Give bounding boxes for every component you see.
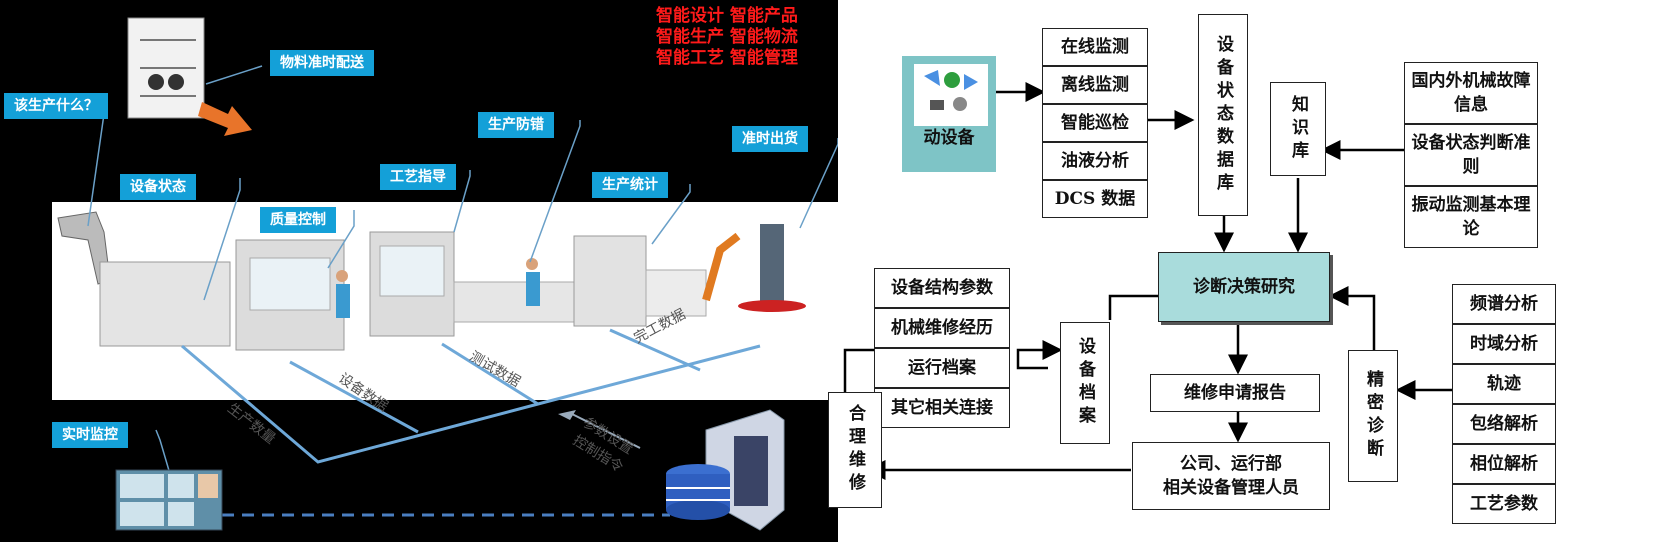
- material-shelf-image: [127, 17, 205, 119]
- callout-on-time-shipping: 准时出货: [732, 126, 808, 152]
- analysis-item-envelope: 包络解析: [1452, 404, 1556, 444]
- knowledge-item-vibration-theory: 振动监测基本理论: [1404, 186, 1538, 248]
- callout-what-to-produce: 该生产什么？: [4, 93, 108, 119]
- realtime-dashboard-image: [115, 469, 223, 531]
- callout-realtime-monitoring: 实时监控: [52, 422, 128, 448]
- monitor-item-online: 在线监测: [1042, 28, 1148, 66]
- structure-item-params: 设备结构参数: [874, 268, 1010, 308]
- status-database-node: 设备状态数据库: [1198, 14, 1248, 216]
- callout-process-guide: 工艺指导: [380, 164, 456, 190]
- monitor-item-dcs: DCS 数据: [1042, 180, 1148, 218]
- param-arrow: [558, 410, 576, 420]
- conveyor: [453, 281, 575, 323]
- diagnosis-decision-node: 诊断决策研究: [1158, 252, 1330, 322]
- knowledge-item-fault-info: 国内外机械故障信息: [1404, 62, 1538, 124]
- structure-item-other-links: 其它相关连接: [874, 388, 1010, 428]
- knowledge-item-criteria: 设备状态判断准则: [1404, 124, 1538, 186]
- structure-item-operation-record: 运行档案: [874, 348, 1010, 388]
- equipment-archive-node: 设备档案: [1060, 322, 1110, 444]
- production-line-illustration: [57, 17, 838, 531]
- callout-equipment-status: 设备状态: [120, 174, 196, 200]
- slogan-line-1: 智能设计 智能产品: [656, 6, 798, 26]
- analysis-item-orbit: 轨迹: [1452, 364, 1556, 404]
- diagnosis-flowchart: 动设备 在线监测 离线监测 智能巡检 油液分析 DCS 数据 设备状态数据库 知…: [828, 0, 1654, 542]
- server-database-icon: [666, 409, 785, 531]
- slogan-line-3: 智能工艺 智能管理: [656, 48, 798, 68]
- callout-production-stats: 生产统计: [592, 172, 668, 198]
- callout-material-delivery: 物料准时配送: [270, 50, 374, 76]
- moving-equipment-label: 动设备: [923, 128, 975, 148]
- monitor-item-inspection: 智能巡检: [1042, 104, 1148, 142]
- machine-1: [99, 261, 231, 347]
- structure-item-repair-history: 机械维修经历: [874, 308, 1010, 348]
- staff-line-1: 公司、运行部: [1180, 454, 1282, 474]
- callout-error-proofing: 生产防错: [478, 112, 554, 138]
- analysis-item-phase: 相位解析: [1452, 444, 1556, 484]
- monitor-item-offline: 离线监测: [1042, 66, 1148, 104]
- analysis-item-spectrum: 频谱分析: [1452, 284, 1556, 324]
- precise-diagnosis-node: 精密诊断: [1348, 350, 1398, 482]
- flowchart-connectors: [843, 82, 1452, 480]
- monitor-item-oil-analysis: 油液分析: [1042, 142, 1148, 180]
- rational-maintenance-node: 合理维修: [828, 392, 882, 508]
- wrapper-machine: [760, 224, 784, 304]
- machine-4: [573, 235, 647, 327]
- analysis-item-process-params: 工艺参数: [1452, 484, 1556, 524]
- robot-arm: [702, 232, 741, 302]
- knowledge-base-node: 知识库: [1270, 82, 1326, 176]
- slogan-line-2: 智能生产 智能物流: [656, 27, 798, 47]
- smart-factory-panel: 智能设计 智能产品 智能生产 智能物流 智能工艺 智能管理 物料准时配送 该生产…: [4, 6, 838, 531]
- repair-report-node: 维修申请报告: [1150, 374, 1320, 412]
- delivery-arrow: [198, 102, 252, 136]
- moving-equipment-node: 动设备: [902, 56, 996, 172]
- analysis-item-time-domain: 时域分析: [1452, 324, 1556, 364]
- callout-quality-control: 质量控制: [260, 207, 336, 233]
- staff-line-2: 相关设备管理人员: [1163, 478, 1299, 498]
- staff-node: 公司、运行部 相关设备管理人员: [1132, 442, 1330, 510]
- data-flow-lines: [181, 328, 761, 464]
